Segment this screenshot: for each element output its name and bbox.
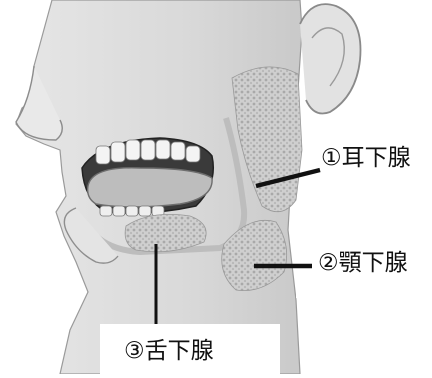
lower-teeth bbox=[100, 206, 164, 216]
ear bbox=[300, 4, 361, 113]
label-parotid-gland: ①耳下腺 bbox=[321, 147, 411, 170]
label-sublingual-gland: ③舌下腺 bbox=[124, 340, 214, 363]
label-submandibular-gland: ②顎下腺 bbox=[318, 252, 408, 275]
tongue bbox=[88, 168, 212, 207]
